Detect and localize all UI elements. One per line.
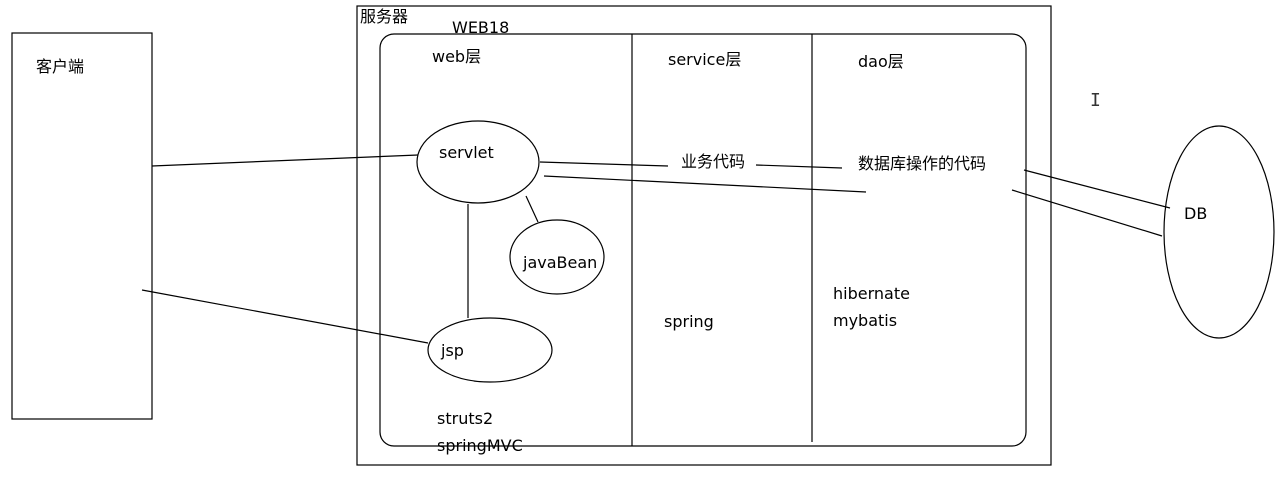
servlet-service-line [539,161,669,167]
dao-db-line-2 [1011,189,1163,237]
server-box [356,5,1052,466]
web-framework-1: struts2 [437,409,493,428]
db-node [1163,125,1275,339]
jsp-node [427,317,553,383]
dao-layer-label: dao层 [858,52,904,71]
javabean-node [509,219,605,295]
service-code-label: 业务代码 [681,152,745,171]
servlet-dao-return-line [543,175,867,193]
servlet-label: servlet [439,143,494,162]
web-layer-label: web层 [432,47,481,66]
project-label: WEB18 [452,18,509,37]
dao-db-line-1 [1023,169,1171,209]
dao-framework-2: mybatis [833,311,897,330]
service-layer-label: service层 [668,50,741,69]
server-label: 服务器 [360,7,408,26]
client-servlet-line [151,154,419,167]
service-dao-line [755,164,843,169]
client-box [11,32,153,420]
dao-framework-1: hibernate [833,284,910,303]
dao-code-label: 数据库操作的代码 [858,154,986,173]
servlet-node [416,120,540,204]
client-jsp-line [141,289,429,344]
client-label: 客户端 [36,57,84,76]
service-framework-label: spring [664,312,714,331]
db-label: DB [1184,204,1207,223]
application-box [379,33,1027,447]
javabean-label: javaBean [522,253,597,272]
text-cursor-icon: I [1090,90,1101,111]
web-framework-2: springMVC [437,436,523,455]
jsp-label: jsp [440,341,464,360]
servlet-javabean-line [525,195,539,223]
